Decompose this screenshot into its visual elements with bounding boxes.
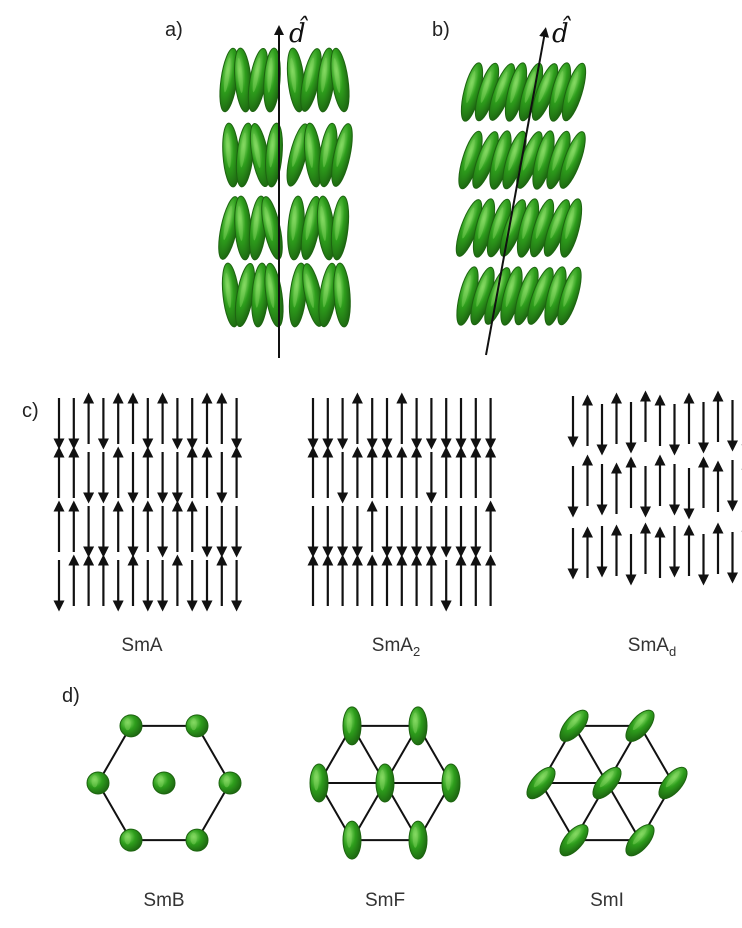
- ellipsoid-molecule-icon: [330, 195, 350, 261]
- ellipsoid-molecule-icon: [185, 828, 209, 852]
- phase-label-smad: SmAd: [628, 635, 676, 659]
- phase-label-smb: SmB: [143, 890, 184, 911]
- ellipsoid-molecule-icon: [330, 47, 350, 113]
- ellipsoid-molecule-icon: [474, 62, 500, 122]
- panel-a-molecules: [218, 47, 353, 328]
- ellipsoid-molecule-icon: [331, 123, 353, 187]
- panel-c-arrow-grids: [53, 390, 742, 612]
- lattice-smb: [86, 714, 242, 852]
- panel-a: a) d̂: [165, 15, 353, 358]
- ellipsoid-molecule-icon: [318, 262, 338, 328]
- ellipsoid-molecule-icon: [625, 709, 655, 743]
- ellipsoid-molecule-icon: [408, 706, 428, 746]
- ellipsoid-molecule-icon: [251, 262, 269, 328]
- ellipsoid-molecule-icon: [309, 763, 329, 803]
- ellipsoid-molecule-icon: [152, 771, 176, 795]
- ellipsoid-molecule-icon: [247, 47, 269, 113]
- ellipsoid-molecule-icon: [316, 195, 336, 261]
- ellipsoid-molecule-icon: [559, 709, 589, 743]
- phase-label-smf: SmF: [365, 890, 405, 911]
- ellipsoid-molecule-icon: [316, 47, 336, 113]
- panel-b: b) d̂: [432, 15, 587, 356]
- phase-label-sma: SmA: [121, 635, 163, 656]
- arrow-grid-0: [53, 392, 243, 612]
- ellipsoid-molecule-icon: [529, 198, 555, 258]
- ellipsoid-molecule-icon: [561, 62, 587, 122]
- ellipsoid-molecule-icon: [557, 266, 582, 326]
- panel-d-label: d): [62, 685, 80, 707]
- panel-b-label: b): [432, 19, 450, 41]
- ellipsoid-molecule-icon: [375, 763, 395, 803]
- ellipsoid-molecule-icon: [235, 122, 255, 188]
- panel-a-label: a): [165, 19, 183, 41]
- lattice-smi: [526, 709, 688, 857]
- arrow-grid-2: [567, 390, 742, 586]
- ellipsoid-molecule-icon: [526, 766, 556, 800]
- ellipsoid-molecule-icon: [303, 122, 323, 188]
- panel-c: c) SmA SmA2 SmAd: [22, 390, 742, 659]
- director-label-a: d̂: [289, 15, 309, 49]
- panel-d: d) SmB SmF SmI: [62, 685, 688, 911]
- ellipsoid-molecule-icon: [504, 62, 528, 122]
- ellipsoid-molecule-icon: [408, 820, 428, 860]
- ellipsoid-molecule-icon: [559, 131, 586, 189]
- ellipsoid-molecule-icon: [119, 828, 143, 852]
- ellipsoid-molecule-icon: [658, 766, 688, 800]
- ellipsoid-molecule-icon: [559, 823, 589, 857]
- arrow-grid-1: [307, 392, 497, 612]
- ellipsoid-molecule-icon: [234, 195, 252, 261]
- ellipsoid-molecule-icon: [86, 771, 110, 795]
- ellipsoid-molecule-icon: [559, 198, 583, 258]
- ellipsoid-molecule-icon: [265, 122, 283, 188]
- phase-label-smi: SmI: [590, 890, 624, 911]
- ellipsoid-molecule-icon: [342, 820, 362, 860]
- ellipsoid-molecule-icon: [342, 706, 362, 746]
- director-label-b: d̂: [552, 15, 572, 49]
- ellipsoid-molecule-icon: [458, 130, 483, 190]
- ellipsoid-molecule-icon: [185, 714, 209, 738]
- ellipsoid-molecule-icon: [548, 62, 572, 122]
- phase-label-sma2: SmA2: [372, 635, 420, 659]
- ellipsoid-molecule-icon: [287, 195, 305, 261]
- panel-d-lattices: [86, 706, 688, 860]
- ellipsoid-molecule-icon: [500, 266, 523, 326]
- panel-c-label: c): [22, 400, 39, 422]
- ellipsoid-molecule-icon: [218, 771, 242, 795]
- ellipsoid-molecule-icon: [333, 262, 351, 328]
- ellipsoid-molecule-icon: [249, 122, 271, 188]
- ellipsoid-molecule-icon: [625, 823, 655, 857]
- director-arrow-b: [485, 27, 550, 356]
- panel-b-molecules: [455, 62, 587, 326]
- ellipsoid-molecule-icon: [502, 130, 527, 190]
- ellipsoid-molecule-icon: [119, 714, 143, 738]
- lattice-smf: [309, 706, 461, 860]
- ellipsoid-molecule-icon: [592, 766, 622, 800]
- ellipsoid-molecule-icon: [441, 763, 461, 803]
